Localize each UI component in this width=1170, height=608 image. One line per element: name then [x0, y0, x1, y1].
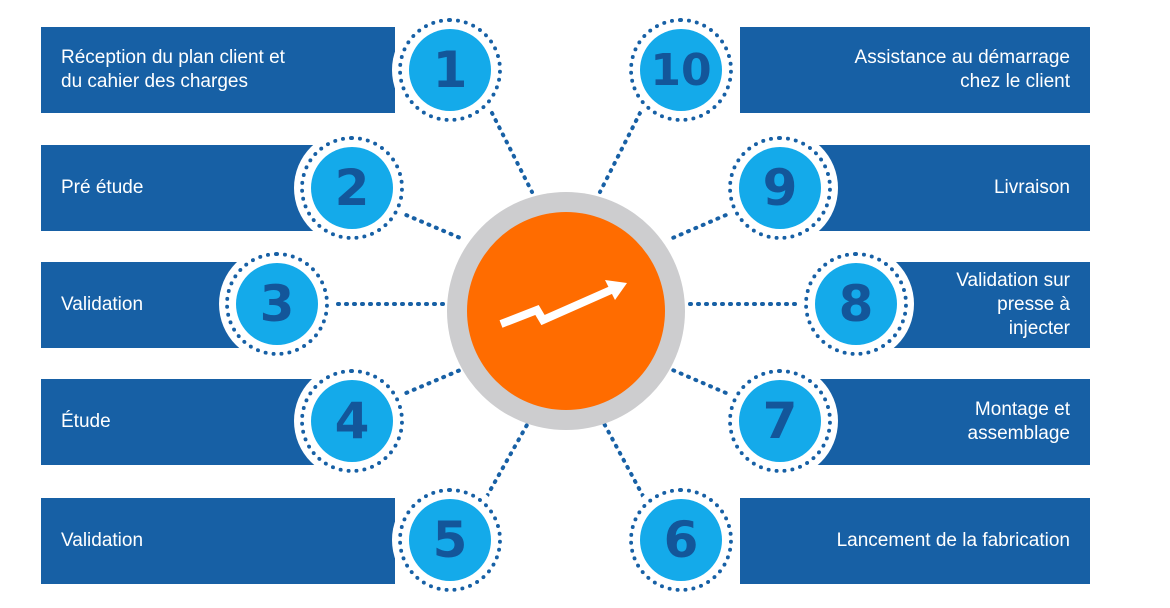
step-10-bar: Assistance au démarrage chez le client: [740, 27, 1090, 113]
connector-6: [598, 414, 645, 498]
connector-7: [666, 366, 735, 398]
connector-5: [485, 414, 534, 498]
dotted-ring: [728, 136, 832, 240]
dotted-ring: [728, 369, 832, 473]
step-5-number: 5: [409, 499, 491, 581]
step-2-bar: Pré étude: [41, 145, 341, 231]
step-7-bar: Montage et assemblage: [790, 379, 1090, 465]
connector-9: [666, 210, 735, 242]
connector-1: [490, 111, 534, 194]
step-4-node: 4: [294, 363, 410, 479]
step-4-number: 4: [311, 380, 393, 462]
dotted-ring: [398, 18, 502, 122]
step-2-number: 2: [311, 147, 393, 229]
step-1-label: Réception du plan client et du cahier de…: [61, 47, 285, 92]
step-4-bar: Étude: [41, 379, 341, 465]
step-6-bar: Lancement de la fabrication: [740, 498, 1090, 584]
dotted-ring: [300, 136, 404, 240]
trending-up-arrow-icon: [499, 280, 627, 328]
step-2-node: 2: [294, 130, 410, 246]
step-9-node: 9: [722, 130, 838, 246]
step-10-number: 10: [640, 29, 722, 111]
step-6-label: Lancement de la fabrication: [836, 530, 1070, 551]
connector-4: [397, 366, 467, 398]
step-9-label: Livraison: [993, 177, 1070, 198]
dotted-ring: [629, 488, 733, 592]
step-10-label: Assistance au démarrage chez le client: [854, 47, 1070, 92]
step-3-label: Validation: [61, 294, 144, 315]
dotted-ring: [629, 18, 733, 122]
step-1-bar: Réception du plan client et du cahier de…: [41, 27, 395, 113]
dotted-ring: [225, 252, 329, 356]
step-9-number: 9: [739, 147, 821, 229]
connector-10: [598, 111, 642, 194]
step-5-bar: Validation: [41, 498, 395, 584]
connector-2: [397, 210, 467, 242]
step-6-number: 6: [640, 499, 722, 581]
dotted-ring: [398, 488, 502, 592]
step-1-node: 1: [392, 12, 508, 128]
step-10-node: 10: [623, 12, 739, 128]
step-5-label: Validation: [61, 530, 144, 551]
step-8-label: Validation sur presse à injecter: [956, 270, 1070, 339]
dotted-ring: [300, 369, 404, 473]
step-8-node: 8: [798, 246, 914, 362]
step-9-bar: Livraison: [790, 145, 1090, 231]
dotted-ring: [804, 252, 908, 356]
step-3-number: 3: [236, 263, 318, 345]
step-7-number: 7: [739, 380, 821, 462]
step-1-number: 1: [409, 29, 491, 111]
step-8-number: 8: [815, 263, 897, 345]
step-7-label: Montage et assemblage: [967, 399, 1070, 444]
step-3-node: 3: [219, 246, 335, 362]
step-7-node: 7: [722, 363, 838, 479]
step-2-label: Pré étude: [61, 177, 144, 198]
step-4-label: Étude: [61, 411, 111, 432]
step-5-node: 5: [392, 482, 508, 598]
step-6-node: 6: [623, 482, 739, 598]
